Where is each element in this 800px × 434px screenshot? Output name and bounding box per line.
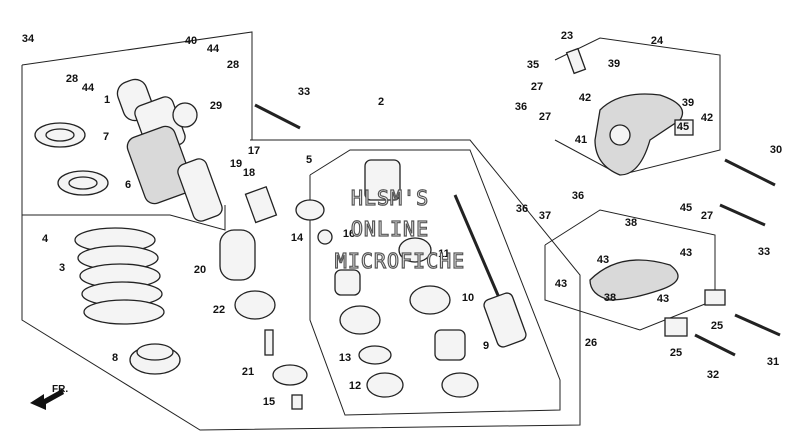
callout-number: 36 (572, 190, 584, 202)
callout-number: 30 (770, 144, 782, 156)
front-label: FR. (52, 384, 68, 395)
callout-number: 32 (707, 369, 719, 381)
front-direction-arrow: FR. (30, 384, 68, 410)
callout-number: 25 (711, 320, 723, 332)
callout-number: 27 (701, 210, 713, 222)
spring (74, 227, 165, 325)
reservoir-parts (219, 185, 325, 410)
callout-number: 7 (103, 131, 109, 143)
callout-number: 28 (227, 59, 239, 71)
callout-number: 33 (298, 86, 310, 98)
callout-number: 19 (230, 158, 242, 170)
watermark: HLSM'S ONLINE MICROFICHE (334, 185, 465, 273)
callout-number: 44 (82, 82, 95, 94)
callout-number: 12 (349, 380, 361, 392)
callout-number: 37 (539, 210, 551, 222)
callout-number: 13 (339, 352, 351, 364)
callout-number: 36 (515, 101, 527, 113)
callout-number: 44 (207, 43, 220, 55)
callout-number: 11 (438, 248, 450, 260)
callout-number: 40 (185, 35, 197, 47)
callout-number: 2 (378, 96, 384, 108)
callout-number: 43 (555, 278, 567, 290)
callout-number: 33 (758, 246, 770, 258)
callout-number: 45 (680, 202, 692, 214)
callout-number: 45 (677, 121, 689, 133)
callout-number: 39 (682, 97, 694, 109)
callout-number: 43 (657, 293, 669, 305)
callout-number: 15 (263, 396, 275, 408)
callout-number: 8 (112, 352, 118, 364)
callout-number: 27 (539, 111, 551, 123)
callout-number: 41 (575, 134, 587, 146)
callout-number: 21 (242, 366, 254, 378)
shock-absorber (116, 78, 223, 222)
callout-number: 38 (604, 292, 616, 304)
callout-number: 18 (243, 167, 255, 179)
callout-number: 28 (66, 73, 78, 85)
callout-number: 16 (343, 228, 355, 240)
linkage-arm (254, 47, 781, 357)
watermark-line: MICROFICHE (335, 249, 465, 273)
callout-number: 17 (248, 145, 260, 157)
callout-number: 6 (125, 179, 131, 191)
callout-number: 26 (585, 337, 597, 349)
callout-number: 14 (291, 232, 304, 244)
callout-number: 43 (597, 254, 609, 266)
watermark-line: ONLINE (351, 217, 429, 241)
callout-number: 25 (670, 347, 682, 359)
callout-number: 42 (701, 112, 713, 124)
callout-number: 10 (462, 292, 474, 304)
callout-number: 3 (59, 262, 65, 274)
callout-number: 38 (625, 217, 637, 229)
callout-number: 39 (608, 58, 620, 70)
callout-number: 5 (306, 154, 312, 166)
callout-number: 31 (767, 356, 779, 368)
callout-number: 24 (651, 35, 664, 47)
watermark-line: HLSM'S (351, 186, 429, 210)
callout-number: 22 (213, 304, 225, 316)
callout-number: 27 (531, 81, 543, 93)
callout-number: 43 (680, 247, 692, 259)
callout-number: 34 (22, 33, 35, 45)
callout-number: 23 (561, 30, 573, 42)
callout-number: 36 (516, 203, 528, 215)
callout-number: 29 (210, 100, 222, 112)
callout-number: 1 (104, 94, 110, 106)
callout-number: 20 (194, 264, 206, 276)
damper-rod (317, 159, 527, 398)
callout-number: 9 (483, 340, 489, 352)
callout-number: 35 (527, 59, 539, 71)
spring-seat (129, 343, 181, 375)
callout-number: 4 (42, 233, 49, 245)
callout-number: 42 (579, 92, 591, 104)
group-outlines (21, 31, 721, 431)
lock-nuts (34, 122, 109, 196)
